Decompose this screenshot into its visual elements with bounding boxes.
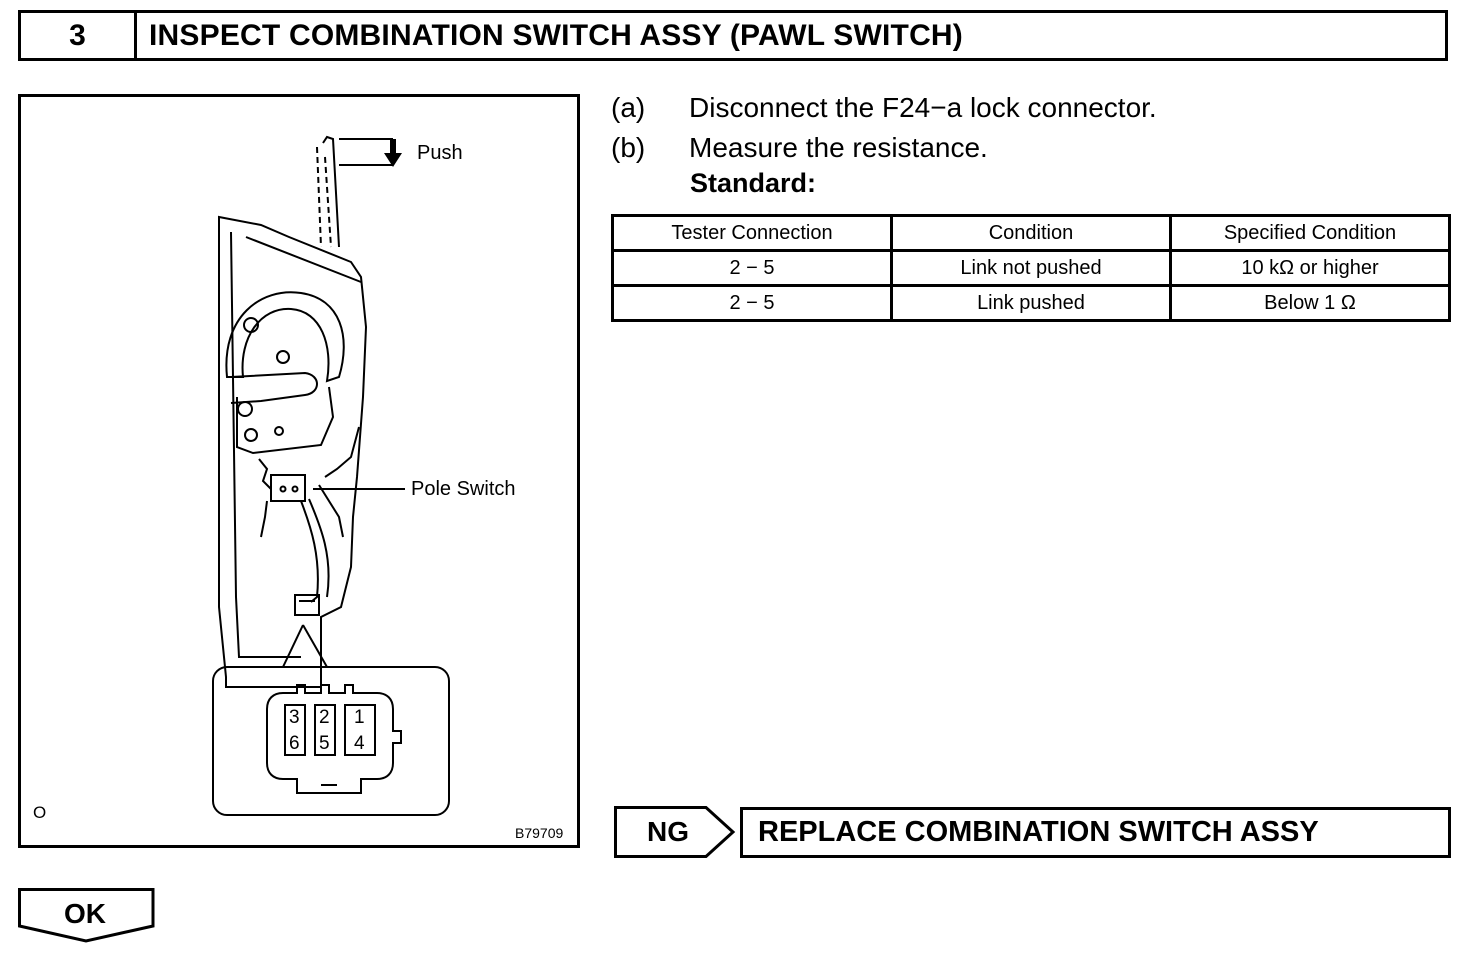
table-cell: 2 − 5	[611, 249, 893, 287]
figure-code: B79709	[515, 825, 564, 841]
pin-5: 5	[319, 733, 330, 754]
resistance-spec-table: Tester Connection Condition Specified Co…	[611, 214, 1451, 322]
ng-badge: NG	[614, 806, 736, 858]
ok-badge: OK	[18, 888, 156, 944]
table-row: 2 − 5 Link pushed Below 1 Ω	[611, 284, 1451, 322]
push-label: Push	[417, 142, 463, 164]
step-text: Measure the resistance.	[689, 132, 988, 163]
table-row: 2 − 5 Link not pushed 10 kΩ or higher	[611, 249, 1451, 287]
step-number: 3	[21, 13, 137, 58]
lock-connector	[294, 594, 320, 616]
step-letter: (a)	[611, 92, 646, 123]
step-text: Disconnect the F24−a lock connector.	[689, 92, 1157, 123]
step-header: 3 INSPECT COMBINATION SWITCH ASSY (PAWL …	[18, 10, 1448, 61]
instruction-steps: (a) Disconnect the F24−a lock connector.…	[611, 88, 1157, 168]
standard-label: Standard:	[690, 168, 817, 198]
step-title: INSPECT COMBINATION SWITCH ASSY (PAWL SW…	[149, 18, 963, 52]
push-arrow-icon	[384, 139, 402, 167]
ng-arrow-icon	[614, 806, 736, 858]
rod-dashed	[316, 146, 322, 248]
table-cell: 10 kΩ or higher	[1169, 249, 1451, 287]
pole-switch-body	[270, 474, 306, 502]
column-header: Tester Connection	[611, 214, 893, 252]
connector-callout	[212, 666, 450, 816]
pin-1: 1	[354, 707, 365, 728]
pin-4: 4	[354, 733, 365, 754]
lock-lever	[225, 291, 345, 383]
table-cell: Link not pushed	[890, 249, 1172, 287]
table-cell: Link pushed	[890, 284, 1172, 322]
table-cell: 2 − 5	[611, 284, 893, 322]
ng-action-box: REPLACE COMBINATION SWITCH ASSY	[740, 807, 1451, 858]
connector-face	[266, 684, 402, 794]
callout-leader	[282, 624, 304, 668]
table-header-row: Tester Connection Condition Specified Co…	[611, 214, 1451, 252]
ng-label: NG	[647, 816, 689, 847]
pole-switch-label: Pole Switch	[411, 478, 516, 500]
corner-mark: O	[33, 803, 47, 822]
door-lock-drawing	[212, 135, 450, 816]
door-lock-illustration: Push Pole Switch 3 2 1 6 5 4 O B79709	[18, 94, 580, 848]
lock-housing	[218, 215, 368, 688]
pin-2: 2	[319, 707, 330, 728]
step-item: (b) Measure the resistance.	[611, 128, 1157, 168]
ok-label: OK	[64, 898, 106, 929]
pin-3: 3	[289, 707, 300, 728]
rod-line	[322, 135, 340, 248]
step-item: (a) Disconnect the F24−a lock connector.	[611, 88, 1157, 128]
column-header: Specified Condition	[1169, 214, 1451, 252]
table-cell: Below 1 Ω	[1169, 284, 1451, 322]
step-letter: (b)	[611, 132, 646, 163]
column-header: Condition	[890, 214, 1172, 252]
pin-6: 6	[289, 733, 300, 754]
ok-arrow-icon	[18, 888, 155, 943]
